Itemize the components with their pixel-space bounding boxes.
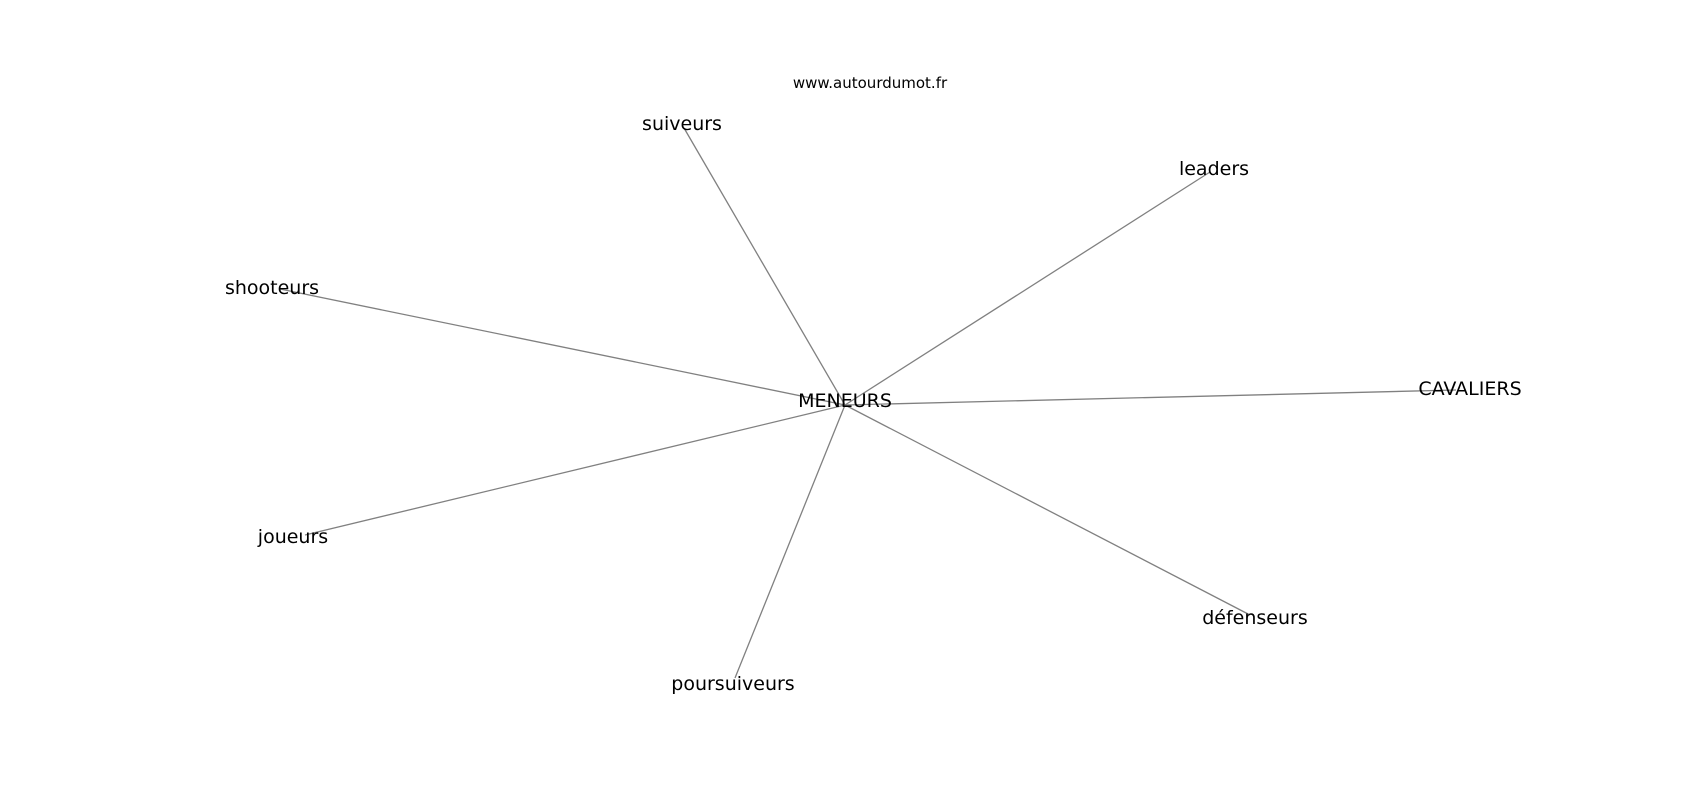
edge-meneurs-defenseurs xyxy=(844,404,1251,616)
node-shooteurs: shooteurs xyxy=(225,277,319,299)
edge-meneurs-joueurs xyxy=(304,404,846,536)
node-meneurs: MENEURS xyxy=(798,390,892,412)
edge-meneurs-poursuiveurs xyxy=(734,404,846,679)
node-poursuiveurs: poursuiveurs xyxy=(671,673,794,695)
edge-meneurs-shooteurs xyxy=(279,288,846,406)
node-suiveurs: suiveurs xyxy=(642,113,722,135)
node-layer: MENEURS suiveurs leaders shooteursCAVALIERS… xyxy=(225,113,1522,695)
node-joueurs: joueurs xyxy=(257,526,328,548)
edge-layer xyxy=(279,127,1457,679)
node-leaders: leaders xyxy=(1179,158,1249,180)
node-defenseurs: défenseurs xyxy=(1202,607,1308,629)
edge-meneurs-cavaliers xyxy=(844,389,1457,406)
site-watermark: www.autourdumot.fr xyxy=(793,74,948,92)
node-cavaliers: CAVALIERS xyxy=(1418,378,1521,400)
edge-meneurs-suiveurs xyxy=(683,127,846,406)
edge-meneurs-leaders xyxy=(844,171,1211,406)
